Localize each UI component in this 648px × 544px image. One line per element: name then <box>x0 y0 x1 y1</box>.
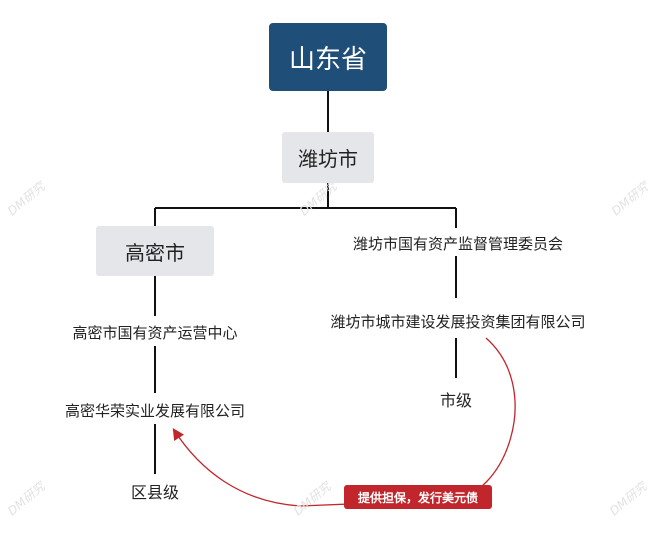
node-sasac: 潍坊市国有资产监督管理委员会 <box>352 234 563 253</box>
node-level-county: 区县级 <box>130 483 179 502</box>
node-province: 山东省 <box>269 23 387 91</box>
guarantee-arrow <box>172 337 516 507</box>
node-city: 潍坊市 <box>282 132 374 183</box>
node-state-asset-center: 高密市国有资产运营中心 <box>72 323 238 342</box>
node-urban-investment-group: 潍坊市城市建设发展投资集团有限公司 <box>330 312 586 331</box>
node-huarong-company: 高密华荣实业发展有限公司 <box>64 401 245 420</box>
node-level-city: 市级 <box>439 391 472 410</box>
guarantee-label: 提供担保，发行美元债 <box>344 485 492 509</box>
node-county: 高密市 <box>96 226 214 276</box>
